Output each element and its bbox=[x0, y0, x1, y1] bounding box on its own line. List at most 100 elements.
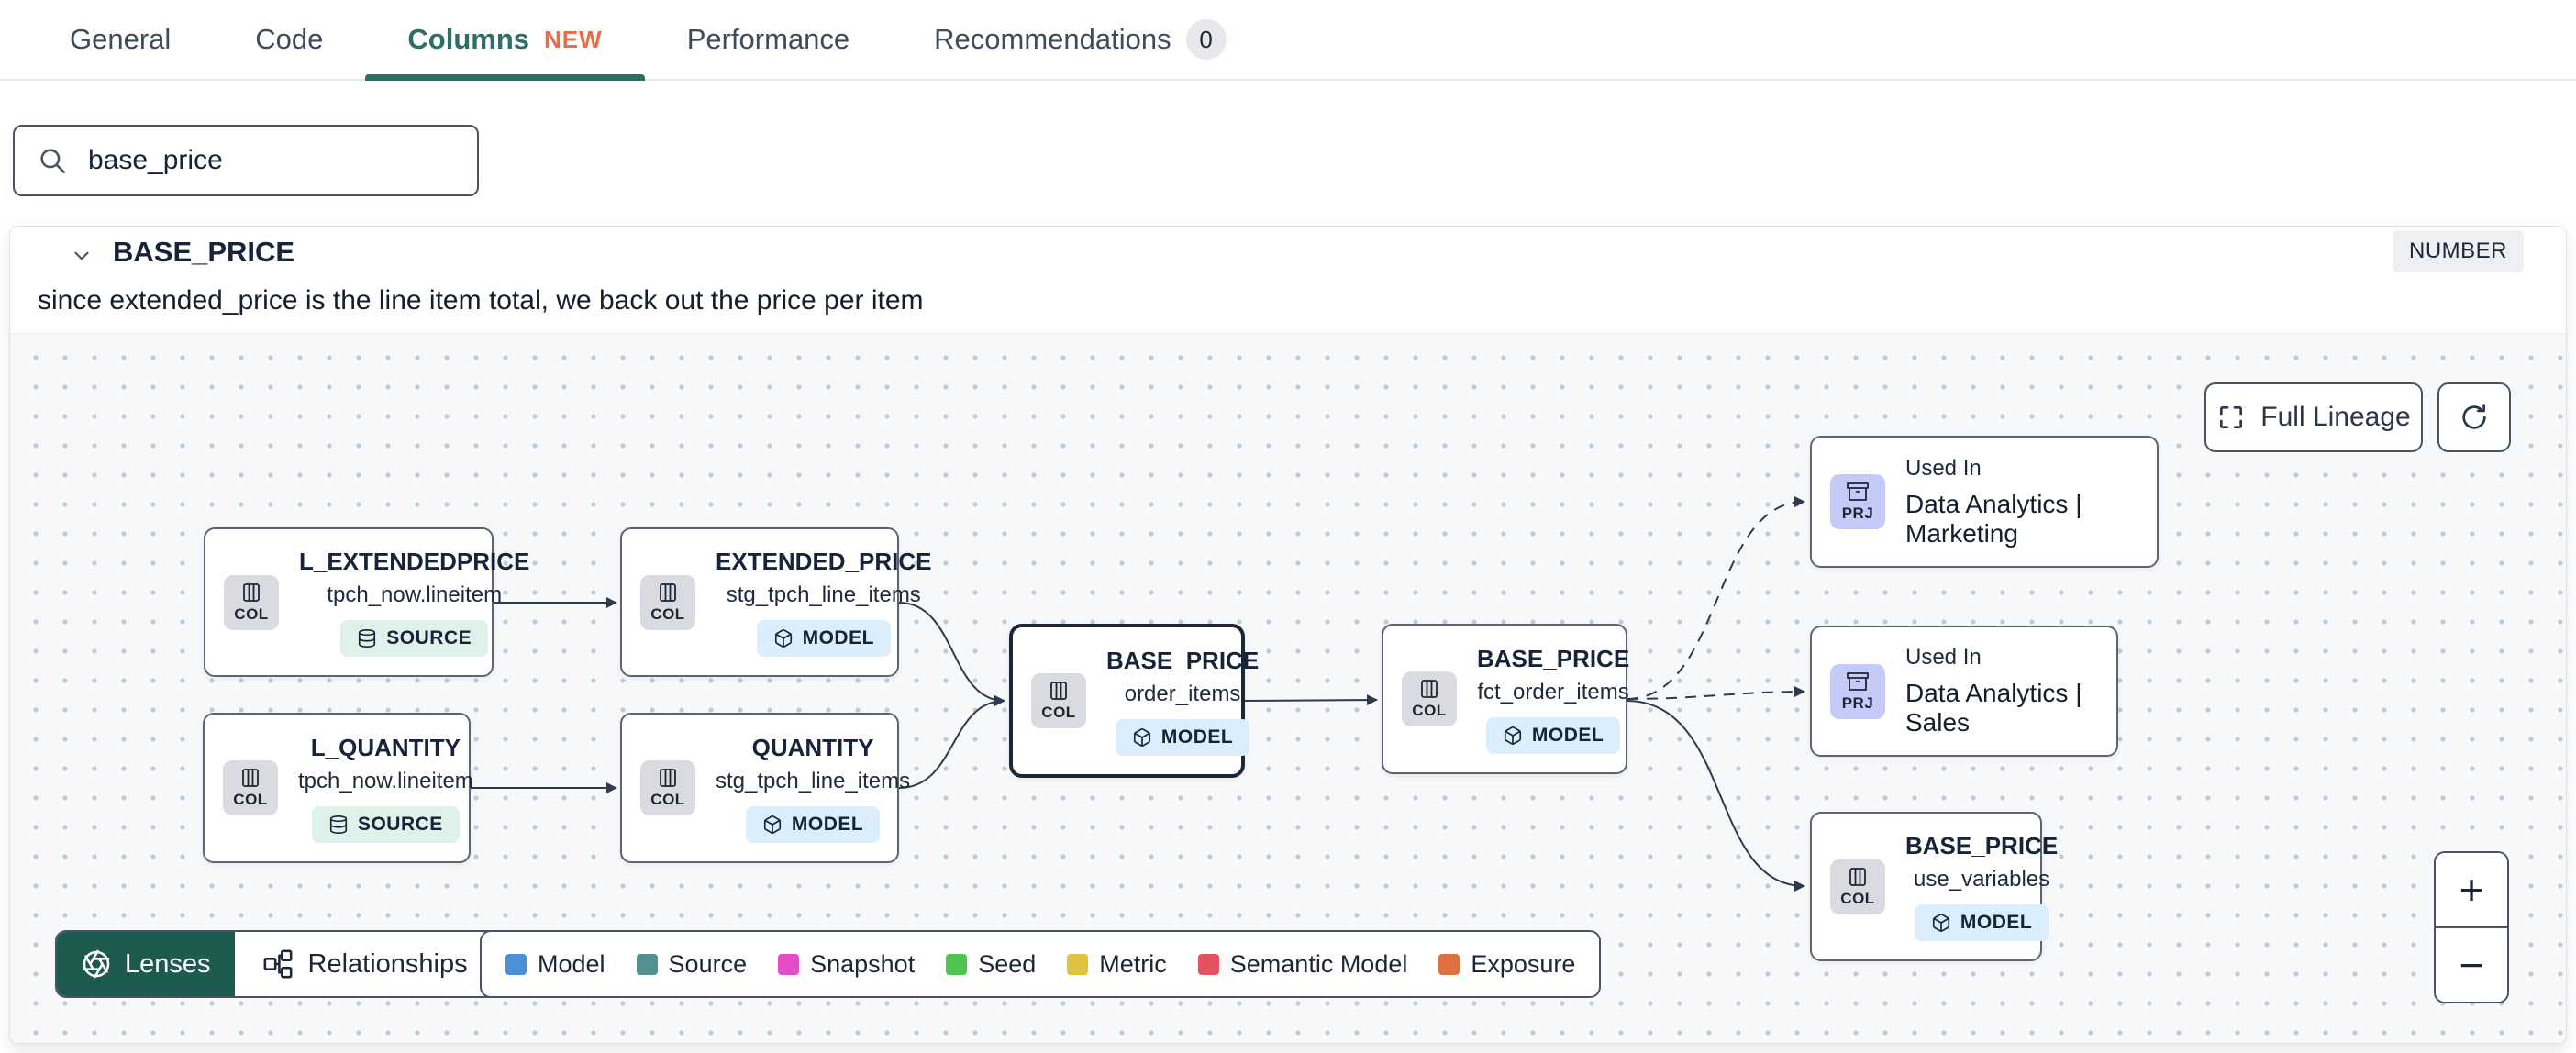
node-title: L_QUANTITY bbox=[310, 733, 461, 761]
cube-icon bbox=[1932, 914, 1949, 932]
columns-icon bbox=[243, 582, 260, 602]
legend-swatch bbox=[778, 953, 800, 975]
node-title: BASE_PRICE bbox=[1905, 832, 2059, 859]
node-title: BASE_PRICE bbox=[1106, 646, 1260, 674]
aperture-icon bbox=[83, 949, 110, 979]
legend-item-exposure: Exposure bbox=[1438, 950, 1575, 979]
chip-label: COL bbox=[650, 604, 685, 623]
node-used-in-marketing[interactable]: PRJ Used In Data Analytics | Marketing bbox=[1810, 436, 2159, 568]
node-quantity[interactable]: COL QUANTITY stg_tpch_line_items MODEL bbox=[620, 713, 910, 863]
resource-type-badge: MODEL bbox=[1914, 904, 2049, 941]
tab-label: Columns bbox=[407, 23, 530, 55]
lenses-toolbar: Lenses Relationships bbox=[55, 930, 536, 998]
resource-type-badge: MODEL bbox=[1115, 718, 1250, 756]
node-l-quantity[interactable]: COL L_QUANTITY tpch_now.lineitem SOURCE bbox=[203, 713, 473, 863]
node-base-price-order-items[interactable]: COL BASE_PRICE order_items MODEL bbox=[1009, 624, 1259, 778]
column-card: BASE_PRICE NUMBER since extended_price i… bbox=[9, 226, 2567, 1044]
cube-icon bbox=[1133, 727, 1150, 747]
resource-type-badge: MODEL bbox=[756, 620, 891, 657]
columns-icon bbox=[1849, 867, 1866, 886]
chip-label: PRJ bbox=[1841, 504, 1874, 522]
node-base-price-use-variables[interactable]: COL BASE_PRICE use_variables MODEL bbox=[1810, 812, 2058, 961]
node-subtitle: order_items bbox=[1124, 681, 1241, 706]
column-description: since extended_price is the line item to… bbox=[38, 285, 924, 316]
column-chip: COL bbox=[1402, 671, 1457, 726]
column-chip: COL bbox=[640, 760, 695, 815]
zoom-out-button[interactable]: − bbox=[2436, 928, 2507, 1002]
node-title: BASE_PRICE bbox=[1477, 644, 1630, 672]
cube-icon bbox=[763, 815, 781, 834]
legend-item-snapshot: Snapshot bbox=[778, 950, 915, 979]
node-subtitle: stg_tpch_line_items bbox=[726, 582, 921, 607]
column-card-header: BASE_PRICE NUMBER since extended_price i… bbox=[10, 227, 2566, 333]
chip-label: COL bbox=[233, 791, 268, 808]
tab-label: Performance bbox=[686, 23, 850, 55]
node-used-in-sales[interactable]: PRJ Used In Data Analytics | Sales bbox=[1810, 626, 2118, 757]
column-type-badge: NUMBER bbox=[2392, 230, 2524, 272]
full-lineage-button[interactable]: Full Lineage bbox=[2204, 382, 2423, 452]
node-subtitle: use_variables bbox=[1914, 867, 2050, 892]
search-icon bbox=[40, 149, 66, 174]
node-extended-price[interactable]: COL EXTENDED_PRICE stg_tpch_line_items M… bbox=[620, 527, 932, 677]
tab-columns[interactable]: Columns NEW bbox=[365, 0, 646, 81]
column-chip: COL bbox=[1830, 859, 1885, 914]
database-icon bbox=[359, 629, 376, 648]
archive-icon bbox=[1847, 482, 1869, 501]
columns-icon bbox=[1421, 680, 1438, 698]
zoom-in-button[interactable]: + bbox=[2436, 853, 2507, 928]
resource-type-badge: MODEL bbox=[745, 805, 881, 843]
column-chip: COL bbox=[1031, 673, 1086, 728]
resource-type-badge: MODEL bbox=[1485, 716, 1621, 754]
chip-label: COL bbox=[650, 791, 685, 808]
node-subtitle: fct_order_items bbox=[1477, 679, 1629, 704]
columns-icon bbox=[242, 769, 259, 787]
lenses-button[interactable]: Lenses bbox=[57, 932, 235, 996]
node-l-extendedprice[interactable]: COL L_EXTENDEDPRICE tpch_now.lineitem SO… bbox=[204, 527, 529, 677]
new-badge: NEW bbox=[544, 25, 603, 53]
node-subtitle: tpch_now.lineitem bbox=[298, 768, 473, 793]
chip-label: PRJ bbox=[1841, 693, 1874, 712]
archive-icon bbox=[1847, 671, 1869, 691]
columns-icon bbox=[1050, 682, 1067, 700]
tab-label: Code bbox=[255, 23, 324, 55]
legend-swatch bbox=[946, 953, 968, 975]
tab-general[interactable]: General bbox=[28, 0, 213, 79]
relationships-dropdown[interactable]: Relationships bbox=[235, 932, 534, 996]
project-name: Data Analytics | Marketing bbox=[1905, 489, 2082, 548]
chip-label: COL bbox=[1041, 704, 1076, 721]
node-base-price-fct-order-items[interactable]: COL BASE_PRICE fct_order_items MODEL bbox=[1382, 624, 1630, 774]
column-chip: COL bbox=[224, 574, 279, 630]
collapse-column-button[interactable] bbox=[63, 238, 100, 274]
legend-swatch bbox=[505, 953, 527, 975]
legend-item-seed: Seed bbox=[946, 950, 1036, 979]
column-search-box[interactable] bbox=[13, 125, 479, 196]
legend-swatch bbox=[1067, 953, 1089, 975]
tab-recommendations[interactable]: Recommendations 0 bbox=[892, 0, 1268, 79]
zoom-controls: + − bbox=[2434, 851, 2509, 1003]
legend-swatch bbox=[1197, 953, 1219, 975]
refresh-button[interactable] bbox=[2437, 382, 2511, 452]
tab-performance[interactable]: Performance bbox=[645, 0, 892, 79]
cube-icon bbox=[1504, 726, 1521, 745]
chip-label: COL bbox=[1412, 702, 1447, 719]
database-icon bbox=[329, 815, 348, 834]
lineage-canvas[interactable]: COL L_EXTENDEDPRICE tpch_now.lineitem SO… bbox=[10, 333, 2566, 1043]
node-subtitle: tpch_now.lineitem bbox=[327, 582, 503, 607]
columns-icon bbox=[660, 769, 676, 787]
search-input[interactable] bbox=[86, 144, 455, 177]
columns-icon bbox=[660, 582, 676, 602]
chevron-down-icon bbox=[74, 251, 89, 260]
legend-swatch bbox=[1438, 953, 1460, 975]
relationships-label: Relationships bbox=[307, 948, 468, 979]
relationships-icon bbox=[263, 949, 292, 979]
column-chip: COL bbox=[640, 574, 695, 630]
full-lineage-label: Full Lineage bbox=[2260, 402, 2411, 432]
node-subtitle: stg_tpch_line_items bbox=[716, 768, 911, 793]
legend-item-model: Model bbox=[505, 950, 605, 979]
project-chip: PRJ bbox=[1830, 474, 1885, 529]
node-title: QUANTITY bbox=[751, 733, 874, 761]
used-in-label: Used In bbox=[1905, 645, 1982, 670]
project-chip: PRJ bbox=[1830, 663, 1885, 719]
tab-code[interactable]: Code bbox=[213, 0, 365, 79]
node-title: L_EXTENDEDPRICE bbox=[299, 548, 530, 575]
